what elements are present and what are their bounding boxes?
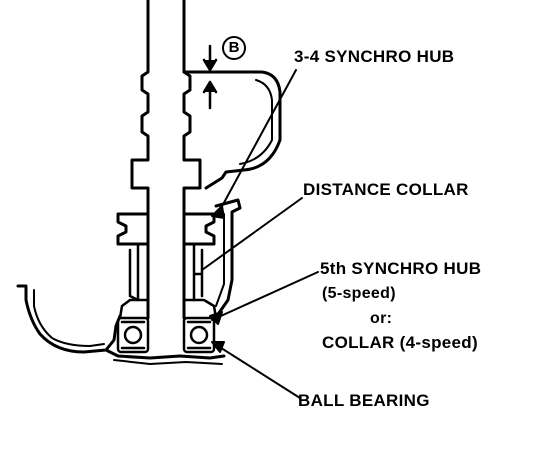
dimension-b-marker: B bbox=[222, 36, 246, 60]
leader-distance-collar bbox=[201, 197, 303, 271]
housing-right-upper bbox=[182, 70, 282, 190]
label-5th-synchro-hub: 5th SYNCHRO HUB bbox=[320, 259, 482, 278]
shaft-left-outline bbox=[130, 0, 150, 320]
label-or: or: bbox=[370, 310, 393, 327]
collar-left bbox=[128, 242, 140, 302]
synchro-hub-34-left bbox=[116, 212, 150, 246]
housing-right-wall bbox=[212, 198, 242, 322]
leader-lines bbox=[201, 69, 319, 399]
leader-ball-bearing bbox=[217, 345, 301, 399]
leader-5th-synchro-hub bbox=[211, 271, 319, 321]
leader-34-synchro-hub bbox=[219, 69, 297, 211]
housing-bottom-inner bbox=[113, 359, 223, 365]
label-ball-bearing: BALL BEARING bbox=[298, 391, 430, 410]
ball-bearing-left bbox=[116, 316, 150, 354]
housing-right-wall-inner bbox=[215, 213, 225, 307]
synchro-hub-5th bbox=[118, 298, 218, 320]
ball-bearing-right bbox=[182, 316, 216, 354]
shaft-right-outline bbox=[182, 0, 202, 320]
label-collar-4speed: COLLAR (4-speed) bbox=[322, 333, 478, 352]
housing-left-inner bbox=[33, 289, 105, 347]
synchro-hub-34-right bbox=[182, 212, 216, 246]
housing-right-inner bbox=[239, 79, 273, 165]
label-34-synchro-hub: 3-4 SYNCHRO HUB bbox=[294, 47, 455, 66]
housing-left bbox=[16, 284, 122, 354]
label-distance-collar: DISTANCE COLLAR bbox=[303, 180, 469, 199]
dimension-b-arrows bbox=[202, 44, 218, 110]
label-five-speed: (5-speed) bbox=[322, 285, 396, 302]
housing-bottom bbox=[104, 348, 226, 360]
distance-collar-right bbox=[192, 242, 204, 302]
